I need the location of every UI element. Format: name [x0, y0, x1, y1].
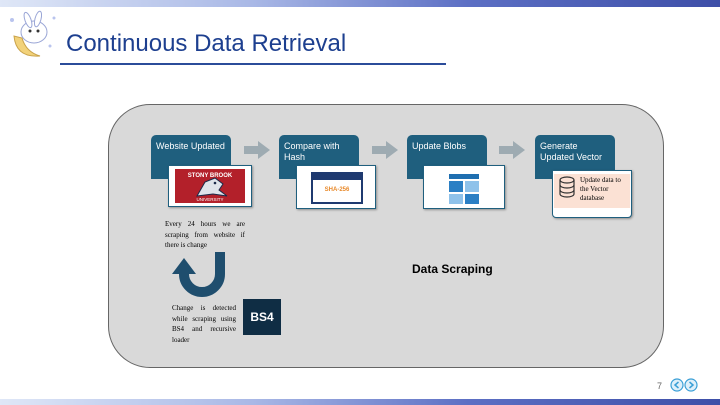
page-title: Continuous Data Retrieval: [66, 30, 347, 57]
stony-brook-logo: STONY BROOK UNIVERSITY: [168, 165, 252, 207]
schedule-note: Every 24 hours we are scraping from webs…: [165, 220, 245, 249]
arrow-right-icon: [244, 141, 270, 159]
data-scraping-label: Data Scraping: [412, 262, 493, 276]
bs4-badge: BS4: [243, 299, 281, 335]
top-accent-bar: [0, 0, 720, 7]
vector-update-text: Update data to the Vector database: [580, 176, 621, 202]
arrow-right-icon: [499, 141, 525, 159]
nav-prev-icon[interactable]: [670, 378, 684, 392]
blob-grid-icon: [449, 174, 479, 204]
logo-top-text: STONY BROOK: [188, 173, 233, 179]
sha256-window: SHA-256: [311, 172, 363, 204]
bottom-accent-bar: [0, 399, 720, 405]
mascot-icon: [10, 10, 56, 57]
logo-bottom-text: UNIVERSITY: [196, 197, 223, 202]
page-number: 7: [657, 381, 663, 391]
detection-note: Change is detected while scraping using …: [172, 304, 236, 344]
arrow-right-icon: [372, 141, 398, 159]
stony-brook-logo-art: STONY BROOK UNIVERSITY: [175, 169, 245, 203]
database-icon: [559, 176, 575, 198]
vector-thumbnail: Update data to the Vector database: [552, 170, 632, 218]
title-underline: [60, 63, 446, 65]
sha256-thumbnail: SHA-256: [296, 165, 376, 209]
u-turn-arrow-icon: [172, 252, 225, 297]
sha256-label: SHA-256: [324, 187, 350, 193]
blob-thumbnail: [423, 165, 505, 209]
nav-next-icon[interactable]: [684, 378, 698, 392]
